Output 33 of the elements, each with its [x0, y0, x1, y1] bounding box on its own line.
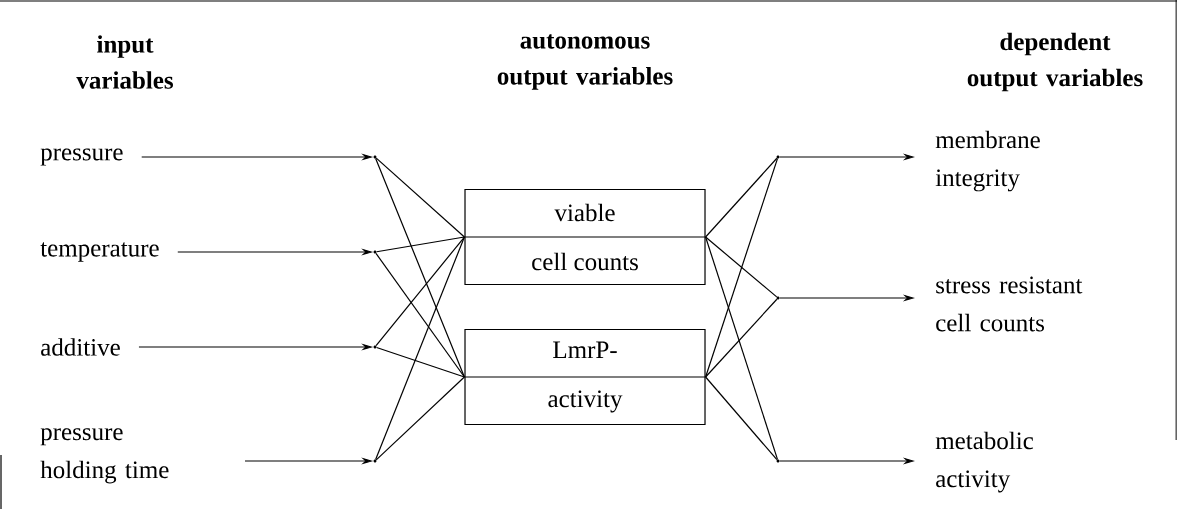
junction-point — [373, 459, 377, 463]
connector-line — [375, 236, 465, 461]
connector-line — [375, 236, 465, 347]
connector-line — [375, 376, 465, 461]
junction-point — [776, 459, 780, 463]
connector-line — [375, 157, 465, 238]
junction-point — [373, 345, 377, 349]
connector-line — [375, 252, 465, 378]
connector-line — [705, 157, 778, 238]
connector-line — [705, 158, 779, 378]
column-heading: autonomous output variables — [497, 34, 673, 90]
connector-line — [376, 346, 465, 378]
connector-line — [376, 236, 465, 253]
connector-line — [705, 298, 778, 378]
column-heading: dependent output variables — [967, 32, 1143, 92]
split-box: LmrP- activity — [463, 328, 707, 426]
connector-line — [705, 236, 778, 298]
variable-label: additive — [41, 338, 120, 356]
variable-label: metabolic activity — [935, 431, 1034, 493]
connector-line — [705, 376, 778, 461]
junction-point — [373, 250, 377, 254]
variable-label: pressure — [40, 148, 123, 166]
variable-label: pressure holding time — [40, 428, 169, 484]
variable-label: membrane integrity — [935, 130, 1040, 192]
connector-line — [375, 158, 465, 378]
connector-line — [705, 236, 779, 460]
column-heading: input variables — [76, 35, 173, 89]
junction-point — [373, 155, 377, 159]
variable-label: temperature — [40, 242, 159, 262]
split-box: viable cell counts — [463, 188, 707, 286]
junction-point — [776, 296, 780, 300]
variable-label: stress resistant cell counts — [936, 276, 1083, 332]
junction-point — [776, 155, 780, 159]
